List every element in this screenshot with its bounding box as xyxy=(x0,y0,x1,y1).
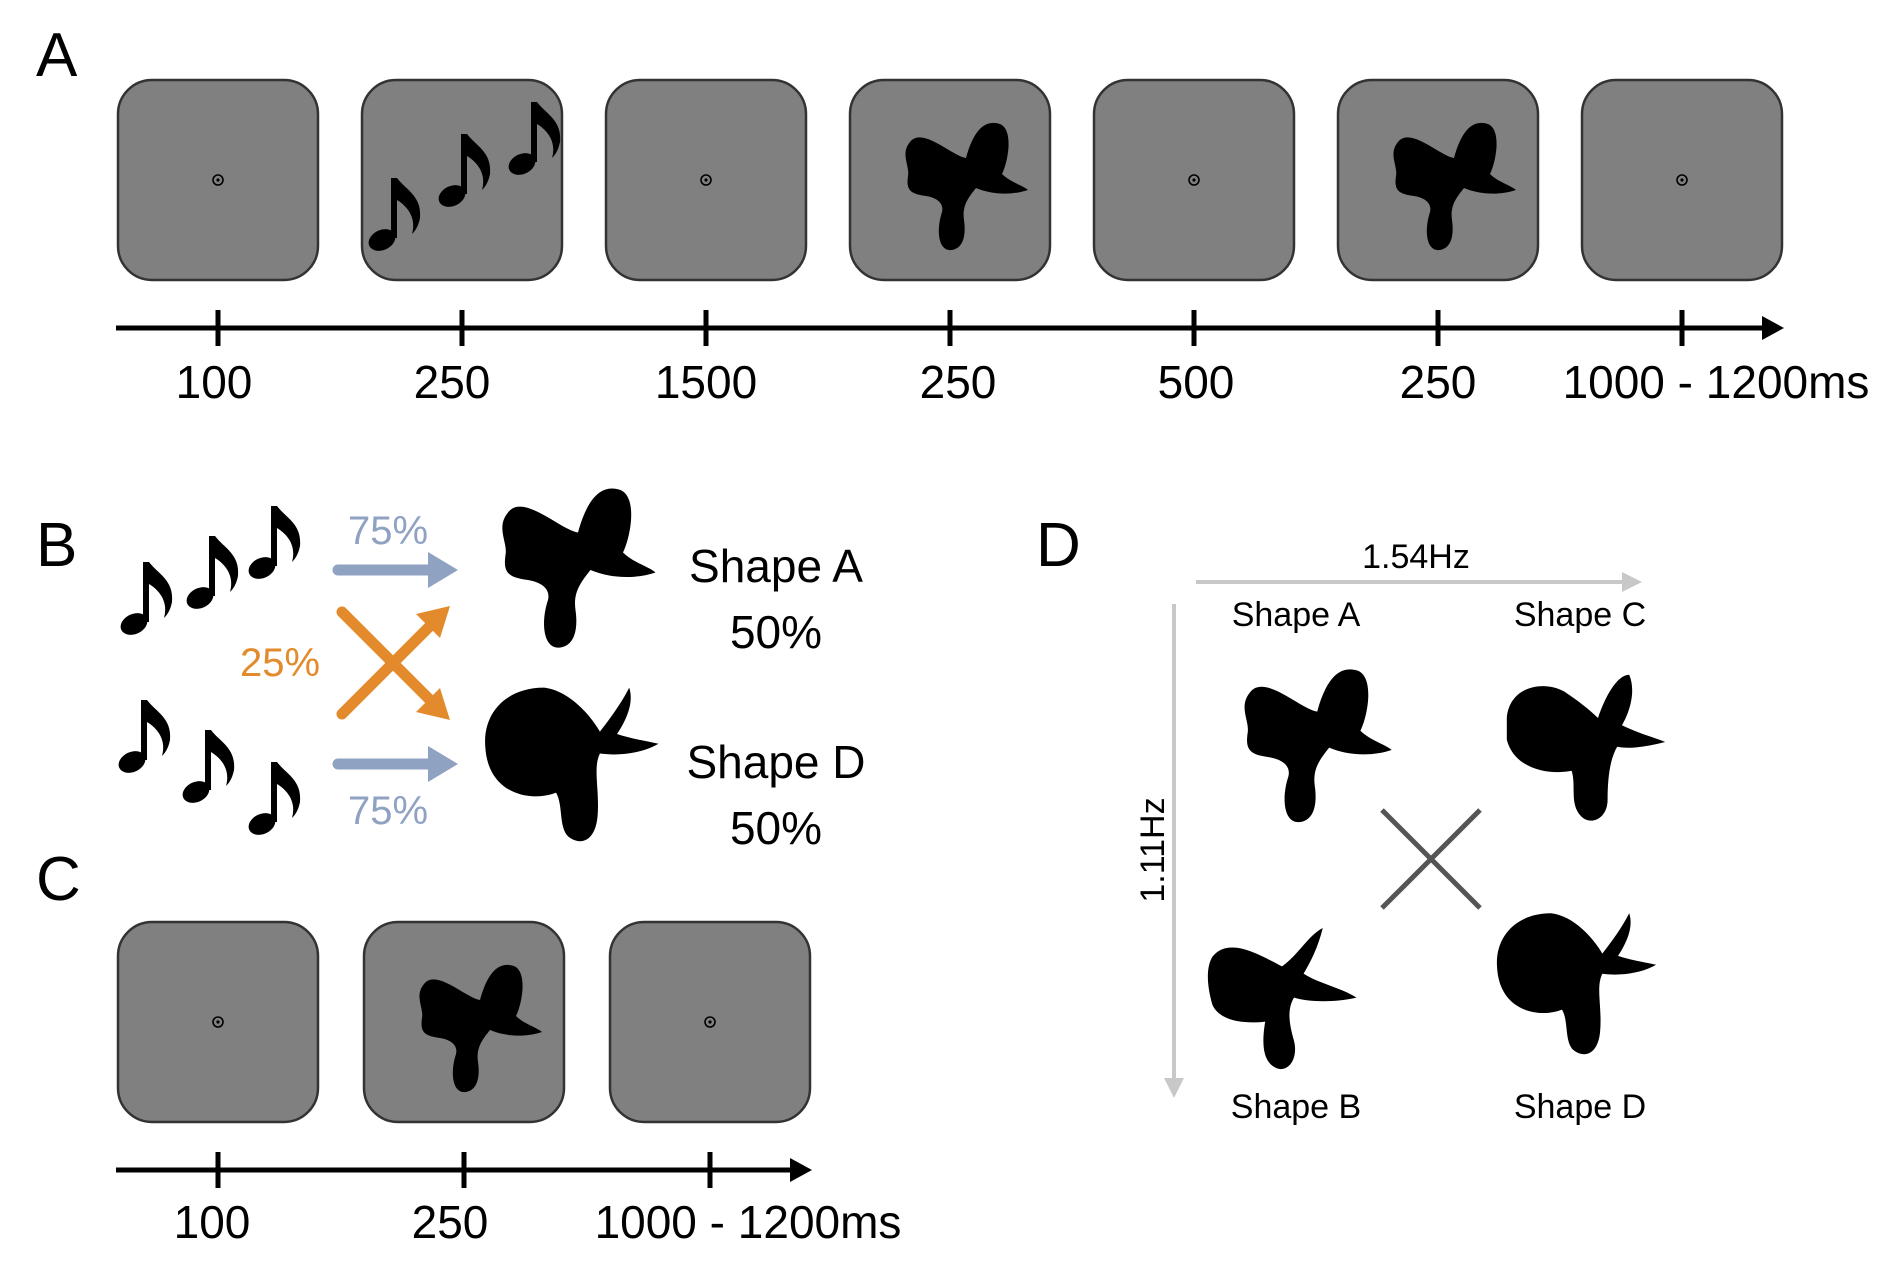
shape-icon xyxy=(1207,928,1357,1070)
arrow-icon xyxy=(428,552,458,588)
shape-d-name: Shape D xyxy=(686,736,865,788)
arrow-icon xyxy=(416,688,450,720)
panel-d-axes xyxy=(1164,572,1642,1098)
shape-d-pct: 50% xyxy=(730,802,822,854)
timeline-a-label: 1000 - 1200ms xyxy=(1563,356,1870,408)
timeline-a-label: 1500 xyxy=(655,356,757,408)
shape-a-pct: 50% xyxy=(730,606,822,658)
timeline-a-label: 250 xyxy=(920,356,997,408)
timeline-c-label: 100 xyxy=(174,1196,251,1248)
prob-valid-top: 75% xyxy=(348,509,428,553)
label-shape-a: Shape A xyxy=(1232,596,1361,634)
music-note-icon xyxy=(245,762,301,839)
shape-icon xyxy=(485,687,659,842)
panel-a-timeline: 100 250 1500 250 500 250 1000 - 1200ms xyxy=(116,310,1869,408)
music-note-icon xyxy=(117,562,173,639)
prob-valid-bottom: 75% xyxy=(348,789,428,833)
y-frequency: 1.11Hz xyxy=(1134,797,1172,902)
shape-icon xyxy=(502,488,656,648)
panel-d-cross xyxy=(1380,808,1482,910)
timeline-a-label: 250 xyxy=(1400,356,1477,408)
panel-b-arrows xyxy=(332,552,458,782)
arrow-icon xyxy=(416,606,450,638)
label-shape-b: Shape B xyxy=(1231,1088,1361,1126)
music-note-icon xyxy=(245,506,301,583)
arrow-icon xyxy=(1762,316,1784,340)
panel-c-screens xyxy=(116,920,812,1124)
panel-b-tone-sequence-1 xyxy=(117,506,301,639)
music-note-icon xyxy=(183,536,239,613)
shape-icon xyxy=(1506,674,1666,821)
panel-c-timeline: 100 250 1000 - 1200ms xyxy=(116,1152,901,1248)
timeline-a-label: 100 xyxy=(176,356,253,408)
label-shape-d: Shape D xyxy=(1514,1088,1646,1126)
prob-invalid: 25% xyxy=(240,641,320,685)
music-note-icon xyxy=(115,700,171,777)
shape-icon xyxy=(1496,913,1657,1055)
panel-a-screens xyxy=(116,78,1784,282)
panel-a-letter: A xyxy=(36,21,78,90)
music-note-icon xyxy=(179,730,235,807)
panel-b-letter: B xyxy=(36,511,77,580)
arrow-icon xyxy=(1622,572,1642,592)
label-shape-c: Shape C xyxy=(1514,596,1646,634)
shape-icon xyxy=(1244,669,1392,823)
timeline-c-label: 250 xyxy=(412,1196,489,1248)
panel-b-tone-sequence-2 xyxy=(115,700,301,839)
panel-c-letter: C xyxy=(36,845,81,914)
timeline-a-label: 250 xyxy=(414,356,491,408)
timeline-a-label: 500 xyxy=(1158,356,1235,408)
x-frequency: 1.54Hz xyxy=(1362,538,1470,576)
panel-d-letter: D xyxy=(1036,511,1081,580)
arrow-icon xyxy=(790,1158,812,1182)
arrow-icon xyxy=(1164,1078,1184,1098)
arrow-icon xyxy=(428,746,458,782)
timeline-c-label: 1000 - 1200ms xyxy=(595,1196,902,1248)
shape-a-name: Shape A xyxy=(689,540,863,592)
